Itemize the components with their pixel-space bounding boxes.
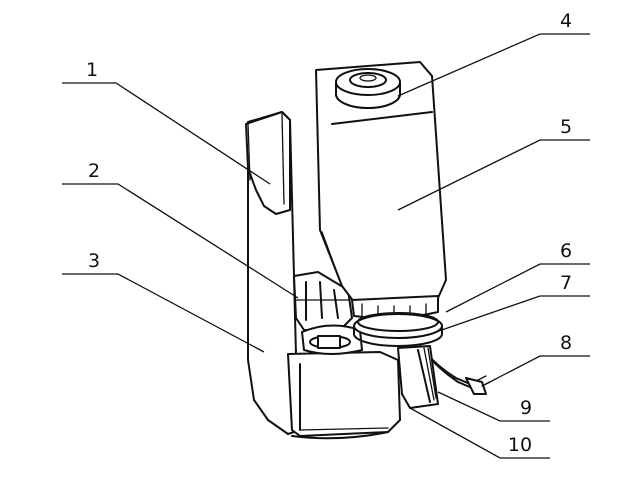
- callout-8: 8: [560, 332, 572, 354]
- callout-9: 9: [520, 397, 532, 419]
- mounting-bracket: [397, 345, 439, 409]
- callout-6: 6: [560, 240, 572, 262]
- callout-4: 4: [560, 10, 572, 32]
- callout-10: 10: [508, 434, 532, 456]
- callout-labels: 1 2 3 4 5 6 7 8 9 10: [86, 10, 572, 456]
- leader-lines: [62, 33, 590, 459]
- callout-7: 7: [560, 272, 572, 294]
- tank-cap: [335, 68, 401, 109]
- callout-3: 3: [88, 250, 100, 272]
- power-cord: [419, 345, 491, 395]
- callout-2: 2: [88, 160, 100, 182]
- float-sensor: [293, 271, 363, 355]
- top-handle: [245, 111, 291, 215]
- callout-1: 1: [86, 59, 98, 81]
- callout-5: 5: [560, 116, 572, 138]
- seal-ring: [353, 312, 443, 347]
